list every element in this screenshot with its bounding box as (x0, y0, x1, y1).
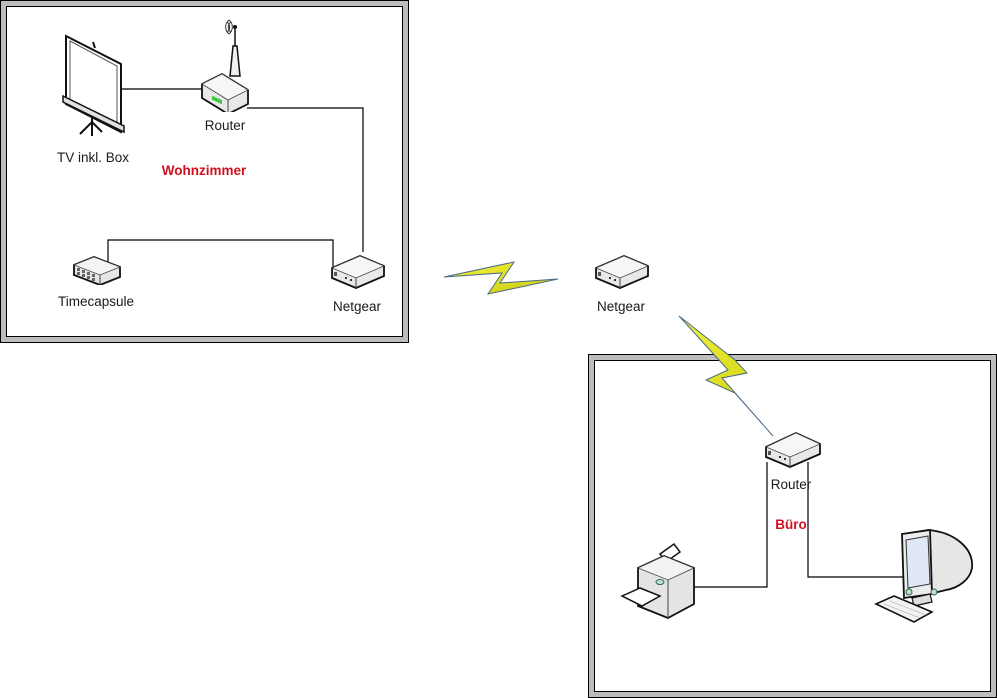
device-label-netgear-wohnzimmer: Netgear (332, 299, 382, 314)
device-label-timecapsule: Timecapsule (57, 294, 135, 309)
room-wohnzimmer (0, 0, 409, 343)
wireless-router-icon (201, 19, 249, 112)
network-adapter-icon (594, 255, 650, 289)
switch-icon (72, 256, 122, 285)
printer-icon (620, 542, 696, 619)
device-label-tv: TV inkl. Box (56, 150, 130, 165)
connection-router-netgear (247, 107, 364, 252)
computer-icon (874, 528, 973, 623)
wireless-link-icon (678, 315, 774, 437)
room-buero (588, 354, 997, 698)
device-label-router-buero: Router (770, 477, 812, 492)
device-label-netgear-middle: Netgear (596, 299, 646, 314)
room-border (1, 1, 408, 342)
room-label-buero: Büro (775, 517, 807, 532)
network-adapter-icon (330, 255, 386, 289)
connection-router-computer (807, 462, 905, 578)
projection-screen-icon (62, 34, 125, 136)
wireless-link-icon (443, 261, 559, 295)
router-icon (765, 432, 821, 468)
room-border (589, 355, 996, 697)
connection-router-printer (694, 462, 768, 588)
device-label-router-wohnzimmer: Router (204, 118, 246, 133)
room-label-wohnzimmer: Wohnzimmer (161, 163, 247, 178)
connection-timecapsule-netgear (107, 239, 334, 268)
